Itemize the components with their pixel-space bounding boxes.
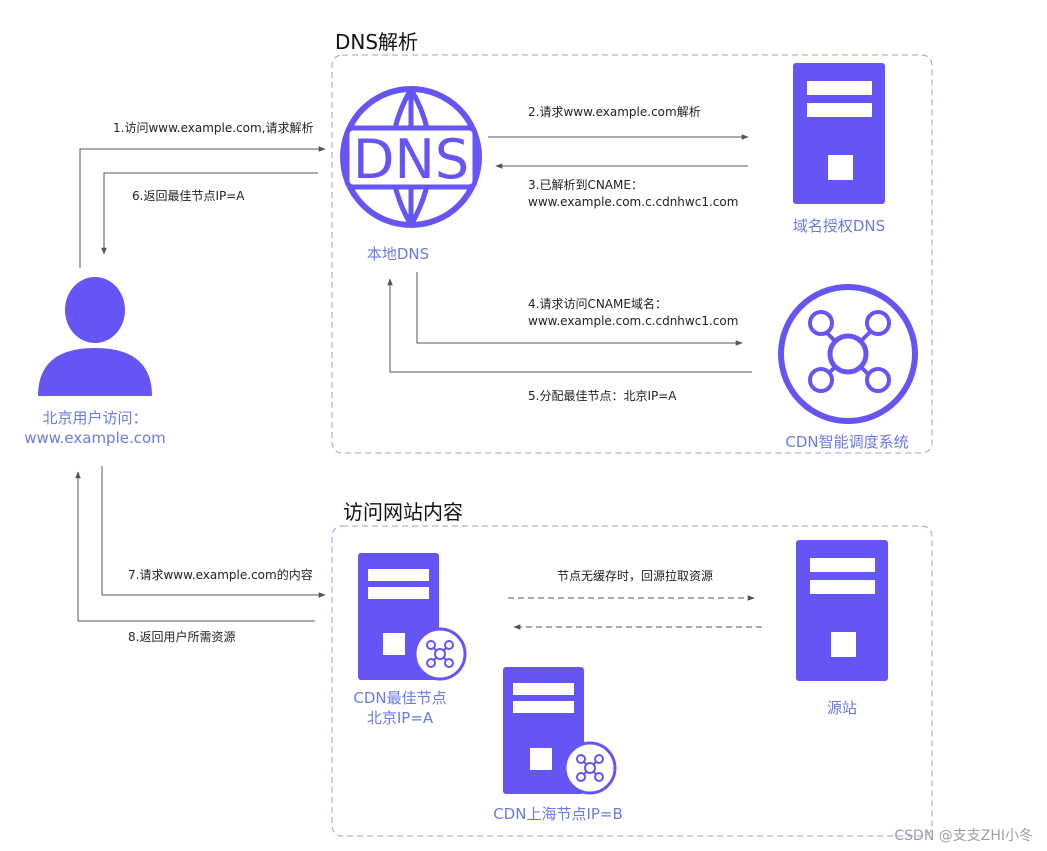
arrow-step-5	[387, 278, 752, 373]
arrow-step-8	[75, 471, 315, 622]
cdn-best-node-server-icon	[358, 553, 467, 681]
arrow-step-1	[79, 146, 326, 268]
step-2-label: 2.请求www.example.com解析	[528, 105, 701, 119]
arrow-step-7	[101, 466, 326, 598]
content-section-box	[331, 525, 933, 837]
step-1-label: 1.访问www.example.com,请求解析	[113, 121, 314, 135]
step-6-label: 6.返回最佳节点IP=A	[132, 189, 245, 203]
watermark: CSDN @支支ZHI小冬	[894, 828, 1033, 844]
step-7-label: 7.请求www.example.com的内容	[128, 568, 313, 582]
cdn-shanghai-node-label: CDN上海节点IP=B	[493, 805, 623, 823]
step-3-label: 3.已解析到CNAME： www.example.com.c.cdnhwc1.c…	[528, 178, 739, 209]
cdn-shanghai-node-server-icon	[503, 667, 617, 795]
cdn-badge-icon	[413, 627, 467, 681]
cdn-scheduler-icon	[778, 284, 918, 424]
origin-server-icon	[796, 540, 888, 681]
step-4-label: 4.请求访问CNAME域名： www.example.com.c.cdnhwc1…	[528, 297, 739, 328]
step-8-label: 8.返回用户所需资源	[128, 630, 236, 644]
flow-arrows	[75, 134, 762, 630]
cdn-badge-icon	[563, 741, 617, 795]
user-label: 北京用户访问： www.example.com	[24, 409, 166, 447]
step-5-label: 5.分配最佳节点：北京IP=A	[528, 389, 677, 403]
arrow-step-6	[101, 172, 318, 255]
dns-section-title: DNS解析	[335, 30, 419, 54]
local-dns-label: 本地DNS	[366, 245, 430, 263]
cdn-best-node-label: CDN最佳节点 北京IP=A	[353, 689, 447, 727]
auth-dns-server-icon	[793, 63, 885, 204]
auth-dns-label: 域名授权DNS	[792, 217, 886, 235]
content-section-title: 访问网站内容	[343, 500, 463, 524]
cdn-scheduler-label: CDN智能调度系统	[785, 433, 909, 451]
user-icon	[38, 277, 152, 396]
origin-fetch-label: 节点无缓存时，回源拉取资源	[557, 569, 714, 583]
dns-section-box	[331, 54, 933, 454]
dns-logo-text: DNS	[353, 128, 469, 191]
arrow-step-4	[416, 272, 743, 346]
dns-globe-icon	[340, 86, 482, 228]
origin-label: 源站	[826, 699, 857, 717]
